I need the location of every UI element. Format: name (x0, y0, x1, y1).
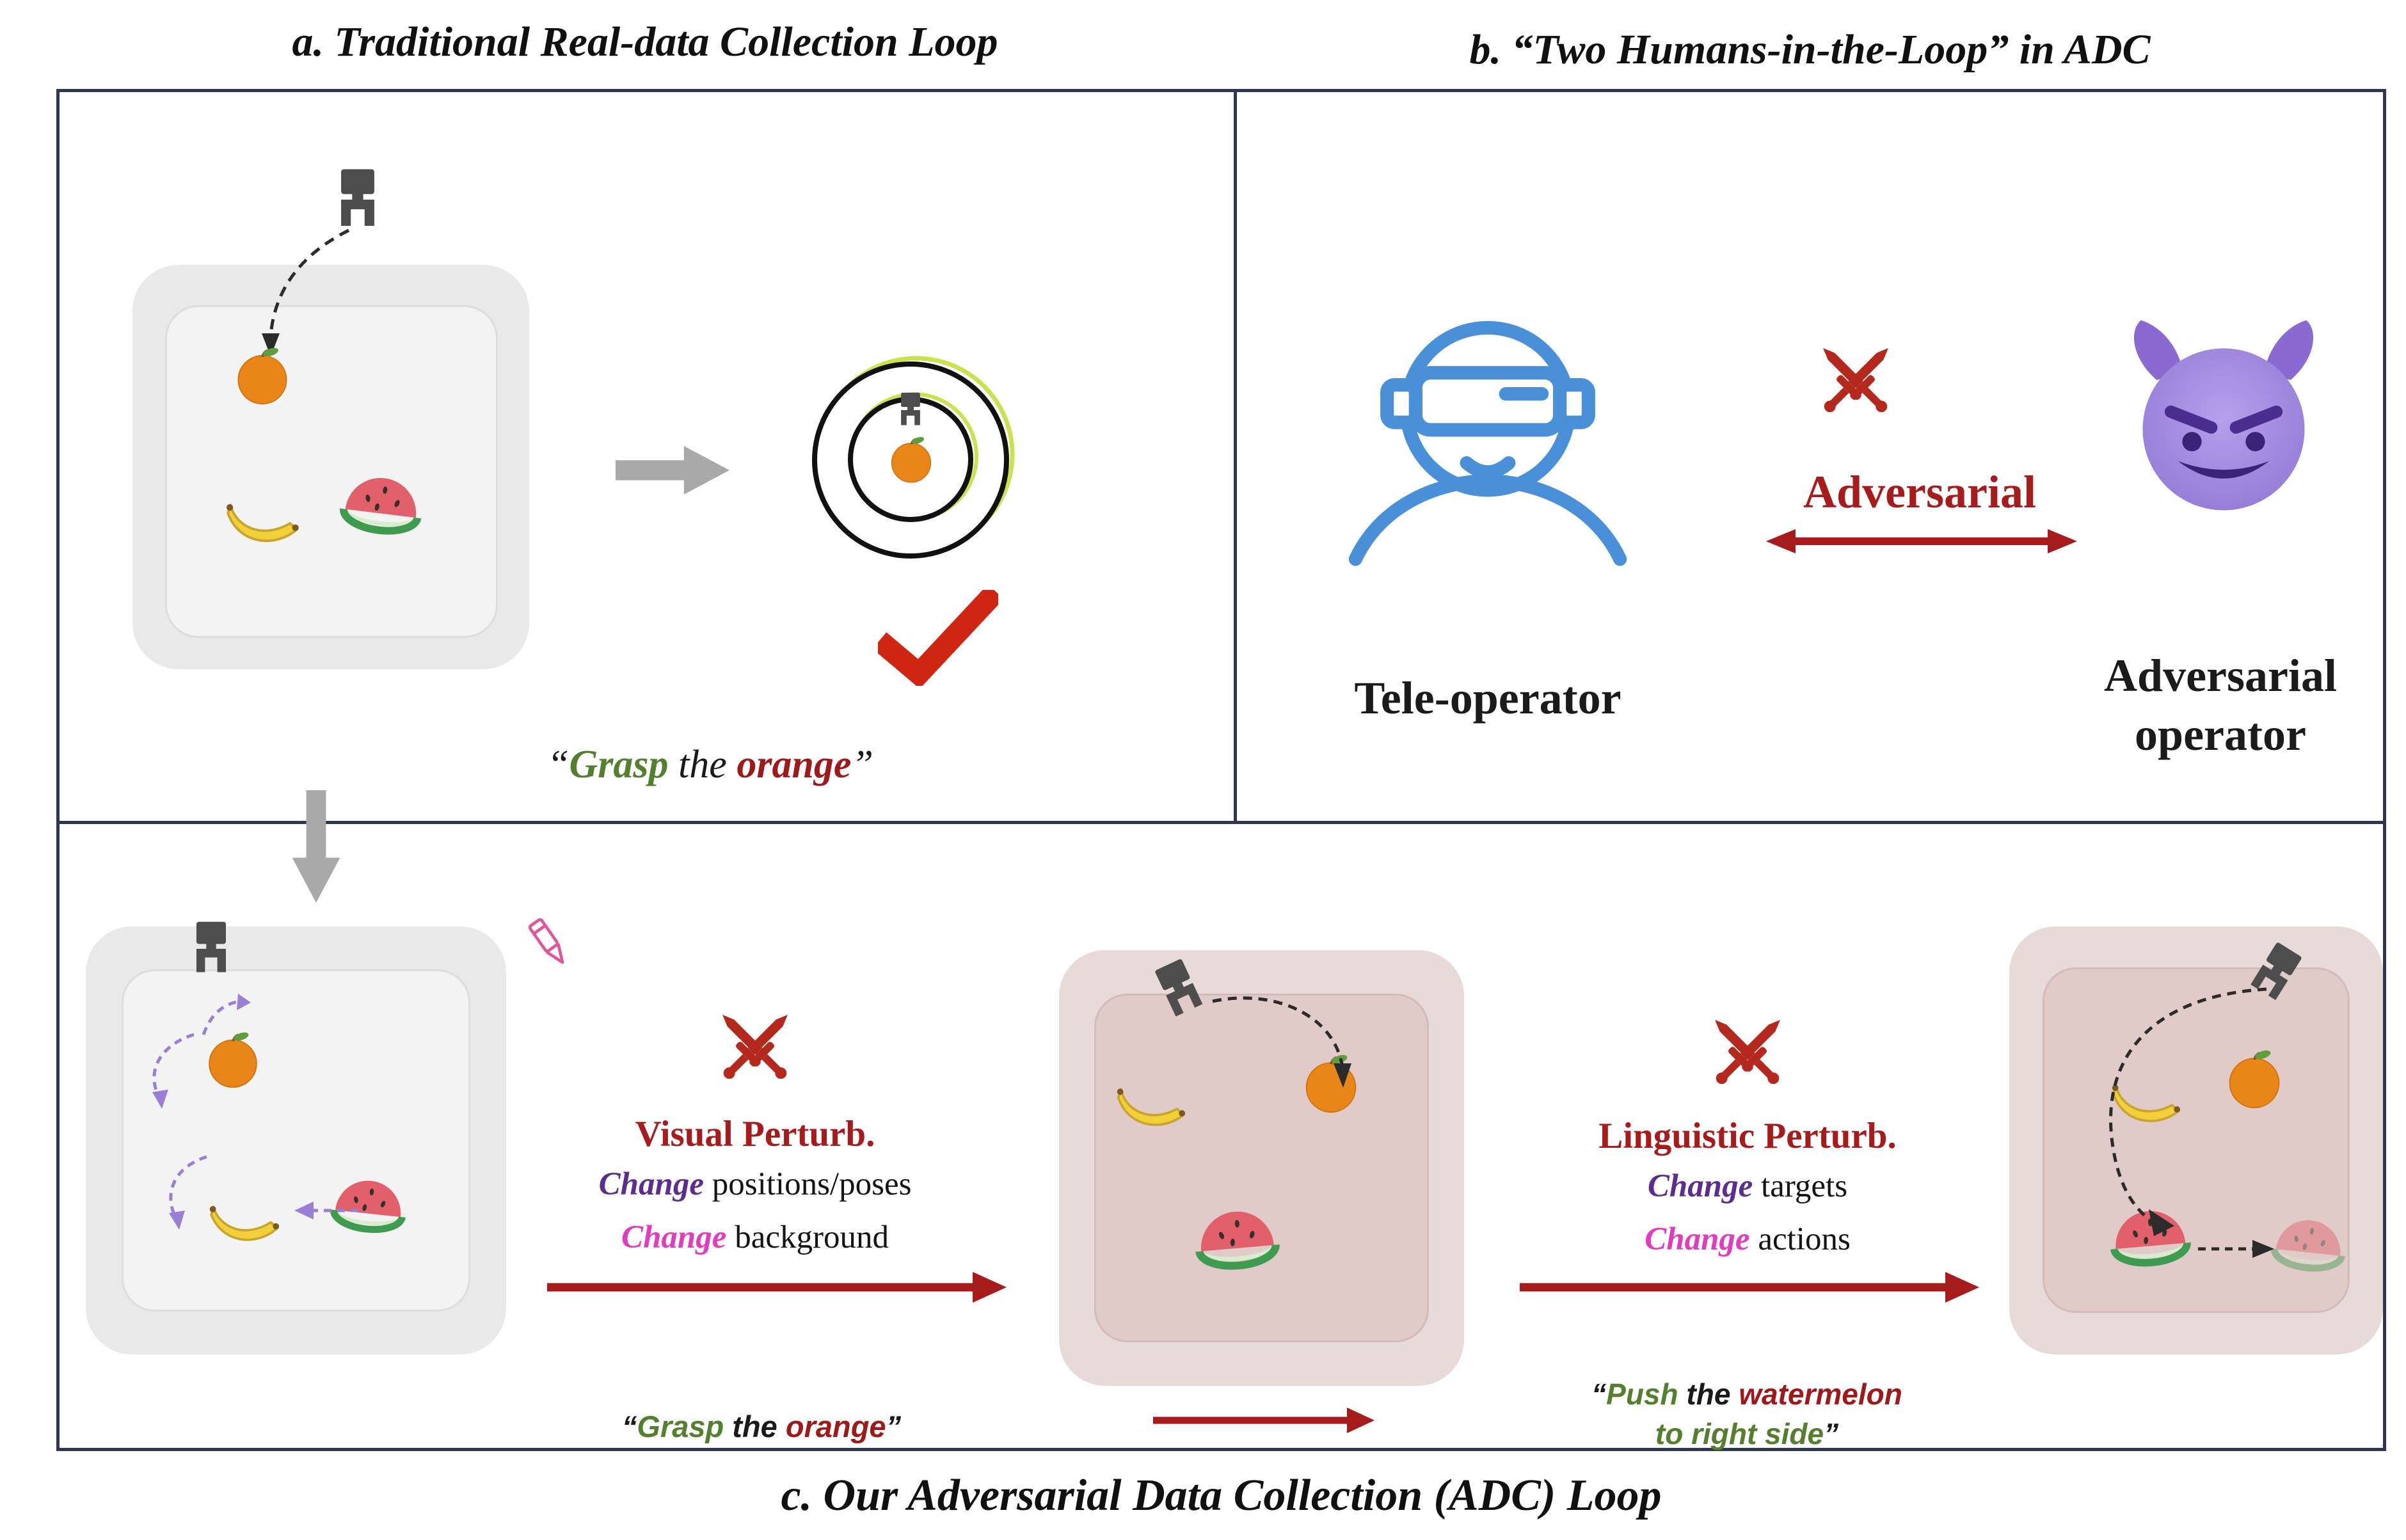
change-rest: background (726, 1219, 889, 1255)
divider-vertical-ab (1234, 89, 1237, 824)
crossed-swords-icon (707, 999, 803, 1095)
quote-object: watermelon (1739, 1377, 1902, 1411)
quote-object: orange (785, 1409, 886, 1443)
panel-c-title: c. Our Adversarial Data Collection (ADC)… (781, 1471, 1662, 1520)
change-rest: actions (1749, 1221, 1851, 1257)
panel-a-title: a. Traditional Real-data Collection Loop (292, 19, 998, 65)
adversarial-double-arrow (1766, 529, 2077, 553)
quote-verb: Push (1606, 1377, 1678, 1411)
quote-open: “ (547, 743, 570, 786)
push-trajectory-dashed-arrow (2109, 987, 2267, 1236)
change-word: Change (598, 1166, 704, 1202)
panel-a-instruction-quote: “Grasp the orange” (358, 742, 1062, 788)
visual-perturb-title: Visual Perturb. (635, 1114, 875, 1154)
orange-fruit-icon (232, 345, 292, 406)
push-quote: “Push the watermelon to right side” (1510, 1374, 1984, 1454)
visual-perturb-arrow (547, 1272, 1007, 1303)
linguistic-perturb-line2: Change actions (1540, 1221, 1956, 1258)
quote-object: orange (737, 743, 852, 786)
visual-perturb-line2: Change background (515, 1219, 995, 1256)
banana-fruit-icon (1111, 1052, 1194, 1135)
success-camera-view (812, 356, 1015, 559)
gripper-approach-dashed-arrow (262, 228, 350, 356)
robot-gripper-icon (180, 918, 242, 980)
step-arrow-right-icon (616, 441, 729, 499)
quote-close: ” (1824, 1417, 1839, 1451)
change-rest: targets (1753, 1168, 1848, 1204)
quote-line2: to right side (1655, 1417, 1824, 1451)
perturb-motion-dashed-arrow (202, 994, 251, 1035)
watermelon-slice-icon (1190, 1194, 1284, 1288)
vr-teleoperator-icon (1337, 301, 1638, 568)
quote-mid: the (668, 743, 737, 786)
checkmark-icon (878, 590, 998, 686)
loop-step-arrow (1153, 1408, 1374, 1433)
crossed-swords-icon (1700, 1004, 1796, 1100)
quote-close: ” (886, 1409, 902, 1443)
linguistic-perturb-line1: Change targets (1540, 1168, 1956, 1205)
linguistic-perturb-title: Linguistic Perturb. (1598, 1116, 1897, 1156)
grasp-quote: “Grasp the orange” (538, 1406, 985, 1447)
panel-c-table-perturbed-surface (1094, 994, 1429, 1342)
loop-arrow-down-icon (288, 787, 344, 906)
linguistic-perturb-arrow (1520, 1272, 1979, 1303)
panel-c-table-original-surface (122, 969, 470, 1312)
quote-close: ” (851, 743, 873, 786)
change-word: Change (1647, 1168, 1753, 1204)
adversarial-operator-line1: Adversarial (2104, 650, 2337, 701)
devil-face-icon (2118, 317, 2329, 514)
gripper-approach-dashed-arrow (1212, 996, 1351, 1088)
banana-fruit-icon (219, 463, 309, 553)
crossed-swords-icon (1808, 333, 1904, 429)
quote-open: “ (621, 1409, 637, 1443)
panel-c-table-final-surface (2043, 967, 2350, 1313)
quote-verb: Grasp (637, 1409, 724, 1443)
push-direction-dashed-arrow (2198, 1240, 2274, 1258)
panel-b-title: b. “Two Humans-in-the-Loop” in ADC (1469, 26, 2151, 73)
quote-verb: Grasp (569, 743, 669, 786)
change-word: Change (1645, 1221, 1750, 1257)
perturb-motion-dashed-arrow (169, 1155, 207, 1230)
watermelon-slice-icon (334, 459, 428, 553)
adversarial-label: Adversarial (1803, 466, 2036, 518)
quote-mid: the (724, 1409, 786, 1443)
quote-mid: the (1678, 1377, 1739, 1411)
perturb-motion-dashed-arrow (294, 1202, 358, 1219)
divider-horizontal-c (56, 821, 2386, 824)
change-word: Change (621, 1219, 727, 1255)
adversarial-operator-label: Adversarial operator (2022, 646, 2406, 764)
edit-pencil-icon (520, 914, 578, 972)
panel-a-table-surface (165, 305, 498, 638)
change-rest: positions/poses (703, 1166, 912, 1202)
quote-open: “ (1591, 1377, 1607, 1411)
push-quote-line1: “Push the watermelon (1510, 1374, 1984, 1414)
push-quote-line2: to right side” (1510, 1414, 1984, 1454)
tele-operator-label: Tele-operator (1354, 672, 1621, 724)
visual-perturb-line1: Change positions/poses (515, 1166, 995, 1203)
adversarial-operator-line2: operator (2135, 709, 2306, 761)
perturb-motion-dashed-arrow (152, 1033, 195, 1109)
figure-outer-border (56, 89, 2386, 1451)
